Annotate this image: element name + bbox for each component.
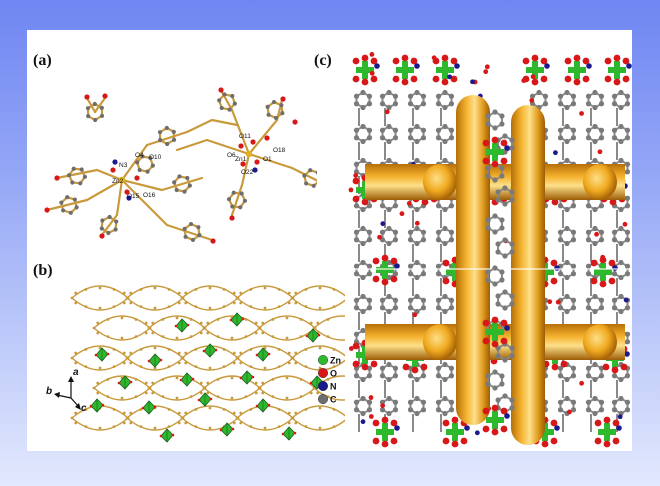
axis-a-label: a: [73, 367, 79, 378]
atom-label: O22: [241, 169, 254, 176]
legend-swatch: [318, 393, 329, 404]
atom-label: O10: [149, 154, 162, 161]
atom-label: O18: [273, 147, 286, 154]
legend-label: Zn: [330, 356, 341, 366]
axis-b-label: b: [46, 386, 52, 397]
axis-triad: a b c: [46, 367, 87, 414]
atom-label: N3: [119, 162, 128, 169]
panel-a-label: (a): [33, 52, 52, 69]
atom-label: O15: [127, 193, 140, 200]
legend-swatch: [318, 354, 329, 365]
atom-label: Zn2: [112, 178, 124, 185]
channel-structure-drawing: [345, 52, 632, 448]
legend-label: O: [330, 369, 337, 379]
atom-label: O6: [227, 152, 236, 159]
panel-b-label: (b): [33, 262, 53, 279]
atom-label: O11: [239, 133, 251, 140]
legend-swatch: [318, 380, 329, 391]
legend-label: C: [330, 395, 337, 405]
legend-swatch: [318, 367, 329, 378]
atom-label: O16: [143, 192, 156, 199]
panel-c-label: (c): [314, 52, 332, 69]
atom-label: O1: [263, 156, 272, 163]
legend-label: N: [330, 382, 337, 392]
atom-label: O4: [135, 152, 144, 159]
atom-label: Zn1: [235, 156, 247, 163]
axis-c-label: c: [81, 403, 87, 414]
panel-c-channels: [345, 40, 632, 451]
